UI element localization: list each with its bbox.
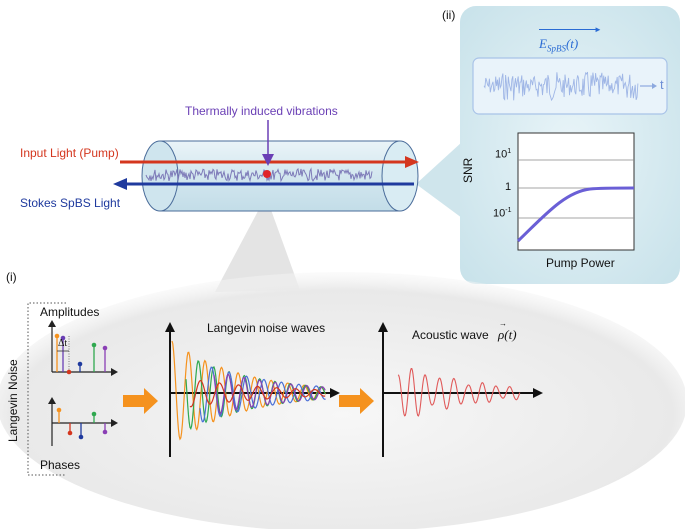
- snr-tick-low: 10-1: [493, 207, 511, 220]
- langevin-wave: [171, 340, 327, 441]
- acoustic-wave-trace: [397, 367, 521, 417]
- phase-stem-dot: [91, 411, 97, 417]
- pump-light-label: Input Light (Pump): [20, 146, 119, 160]
- amplitude-stem-dot: [91, 342, 97, 348]
- phase-stem-dot: [78, 434, 84, 440]
- delta-t-label: Δt: [58, 338, 68, 349]
- langevin-waves-title: Langevin noise waves: [207, 321, 326, 335]
- spbs-field-noise-trace: [483, 71, 639, 102]
- amplitude-stem-dot: [102, 345, 108, 351]
- stokes-light-arrow: [113, 178, 414, 190]
- rho-symbol-text: ρ(t): [498, 327, 517, 342]
- time-axis-label: t: [660, 77, 664, 92]
- field-subscript: SpBS: [546, 43, 566, 54]
- orange-arrow-1: [123, 388, 158, 414]
- rho-vector-arrow: →: [499, 319, 508, 328]
- phases-plot: [48, 397, 118, 446]
- field-argument: (t): [565, 36, 579, 51]
- snr-tick-low-base: 10: [493, 207, 506, 220]
- time-axis-arrowhead: [652, 83, 657, 89]
- snr-tick-high: 101: [495, 148, 511, 161]
- thermal-vibrations-label: Thermally induced vibrations: [185, 104, 338, 118]
- field-symbol: E: [539, 36, 547, 51]
- snr-axis-label: SNR: [461, 157, 475, 183]
- snr-curve: [516, 186, 635, 243]
- snr-tick-high-base: 10: [495, 148, 508, 161]
- amplitude-stem-dot: [54, 333, 60, 339]
- acoustic-rho-symbol: →ρ(t): [498, 319, 517, 342]
- stokes-light-label: Stokes SpBS Light: [20, 196, 121, 210]
- vibration-point: [263, 170, 271, 178]
- amplitude-stem-dot: [60, 335, 66, 341]
- langevin-wave-traces: [171, 340, 327, 441]
- panel-i-pointer: [215, 196, 300, 292]
- pump-power-axis-label: Pump Power: [546, 256, 615, 270]
- orange-arrow-2: [339, 388, 374, 414]
- phase-stem-dot: [56, 407, 62, 413]
- amplitude-stem-dot: [66, 369, 72, 375]
- thermal-vibration-trace: [145, 167, 373, 183]
- acoustic-wave-title: Acoustic wave →ρ(t): [412, 319, 517, 343]
- langevin-wave: [189, 379, 326, 408]
- noise-trace-line: [483, 71, 639, 102]
- langevin-bracket: [27, 302, 66, 476]
- fiber-vibration-line: [145, 167, 373, 183]
- phase-stems: [56, 407, 108, 440]
- panel-ii: [416, 6, 680, 284]
- snr-tick-low-exp: -1: [505, 207, 512, 214]
- panel-ii-tag: (ii): [442, 8, 456, 22]
- langevin-waves-plot: [165, 322, 340, 457]
- vector-arrow-head: ►: [594, 25, 602, 34]
- snr-tick-high-exp: 1: [507, 148, 512, 155]
- panel-i-tag: (i): [6, 270, 17, 284]
- snr-tick-unity: 1: [505, 181, 512, 193]
- amplitudes-label: Amplitudes: [40, 305, 100, 319]
- fiber-end-right: [381, 140, 419, 212]
- acoustic-wave-line: [397, 367, 521, 417]
- phase-stem-dot: [102, 429, 108, 435]
- phase-stem-dot: [67, 430, 73, 436]
- vector-arrow-bar: [539, 29, 597, 30]
- amplitude-stems: [54, 333, 108, 375]
- langevin-noise-label: Langevin Noise: [6, 359, 20, 442]
- snr-chart: [516, 132, 635, 251]
- acoustic-wave-plot: [378, 322, 543, 457]
- amplitude-stem-dot: [77, 361, 83, 367]
- panel-ii-pointer: [416, 142, 462, 218]
- phases-label: Phases: [40, 458, 81, 472]
- spbs-field-label: ► ESpBS(t): [539, 25, 602, 54]
- acoustic-wave-title-text: Acoustic wave: [412, 328, 489, 342]
- amplitudes-plot: [48, 320, 118, 376]
